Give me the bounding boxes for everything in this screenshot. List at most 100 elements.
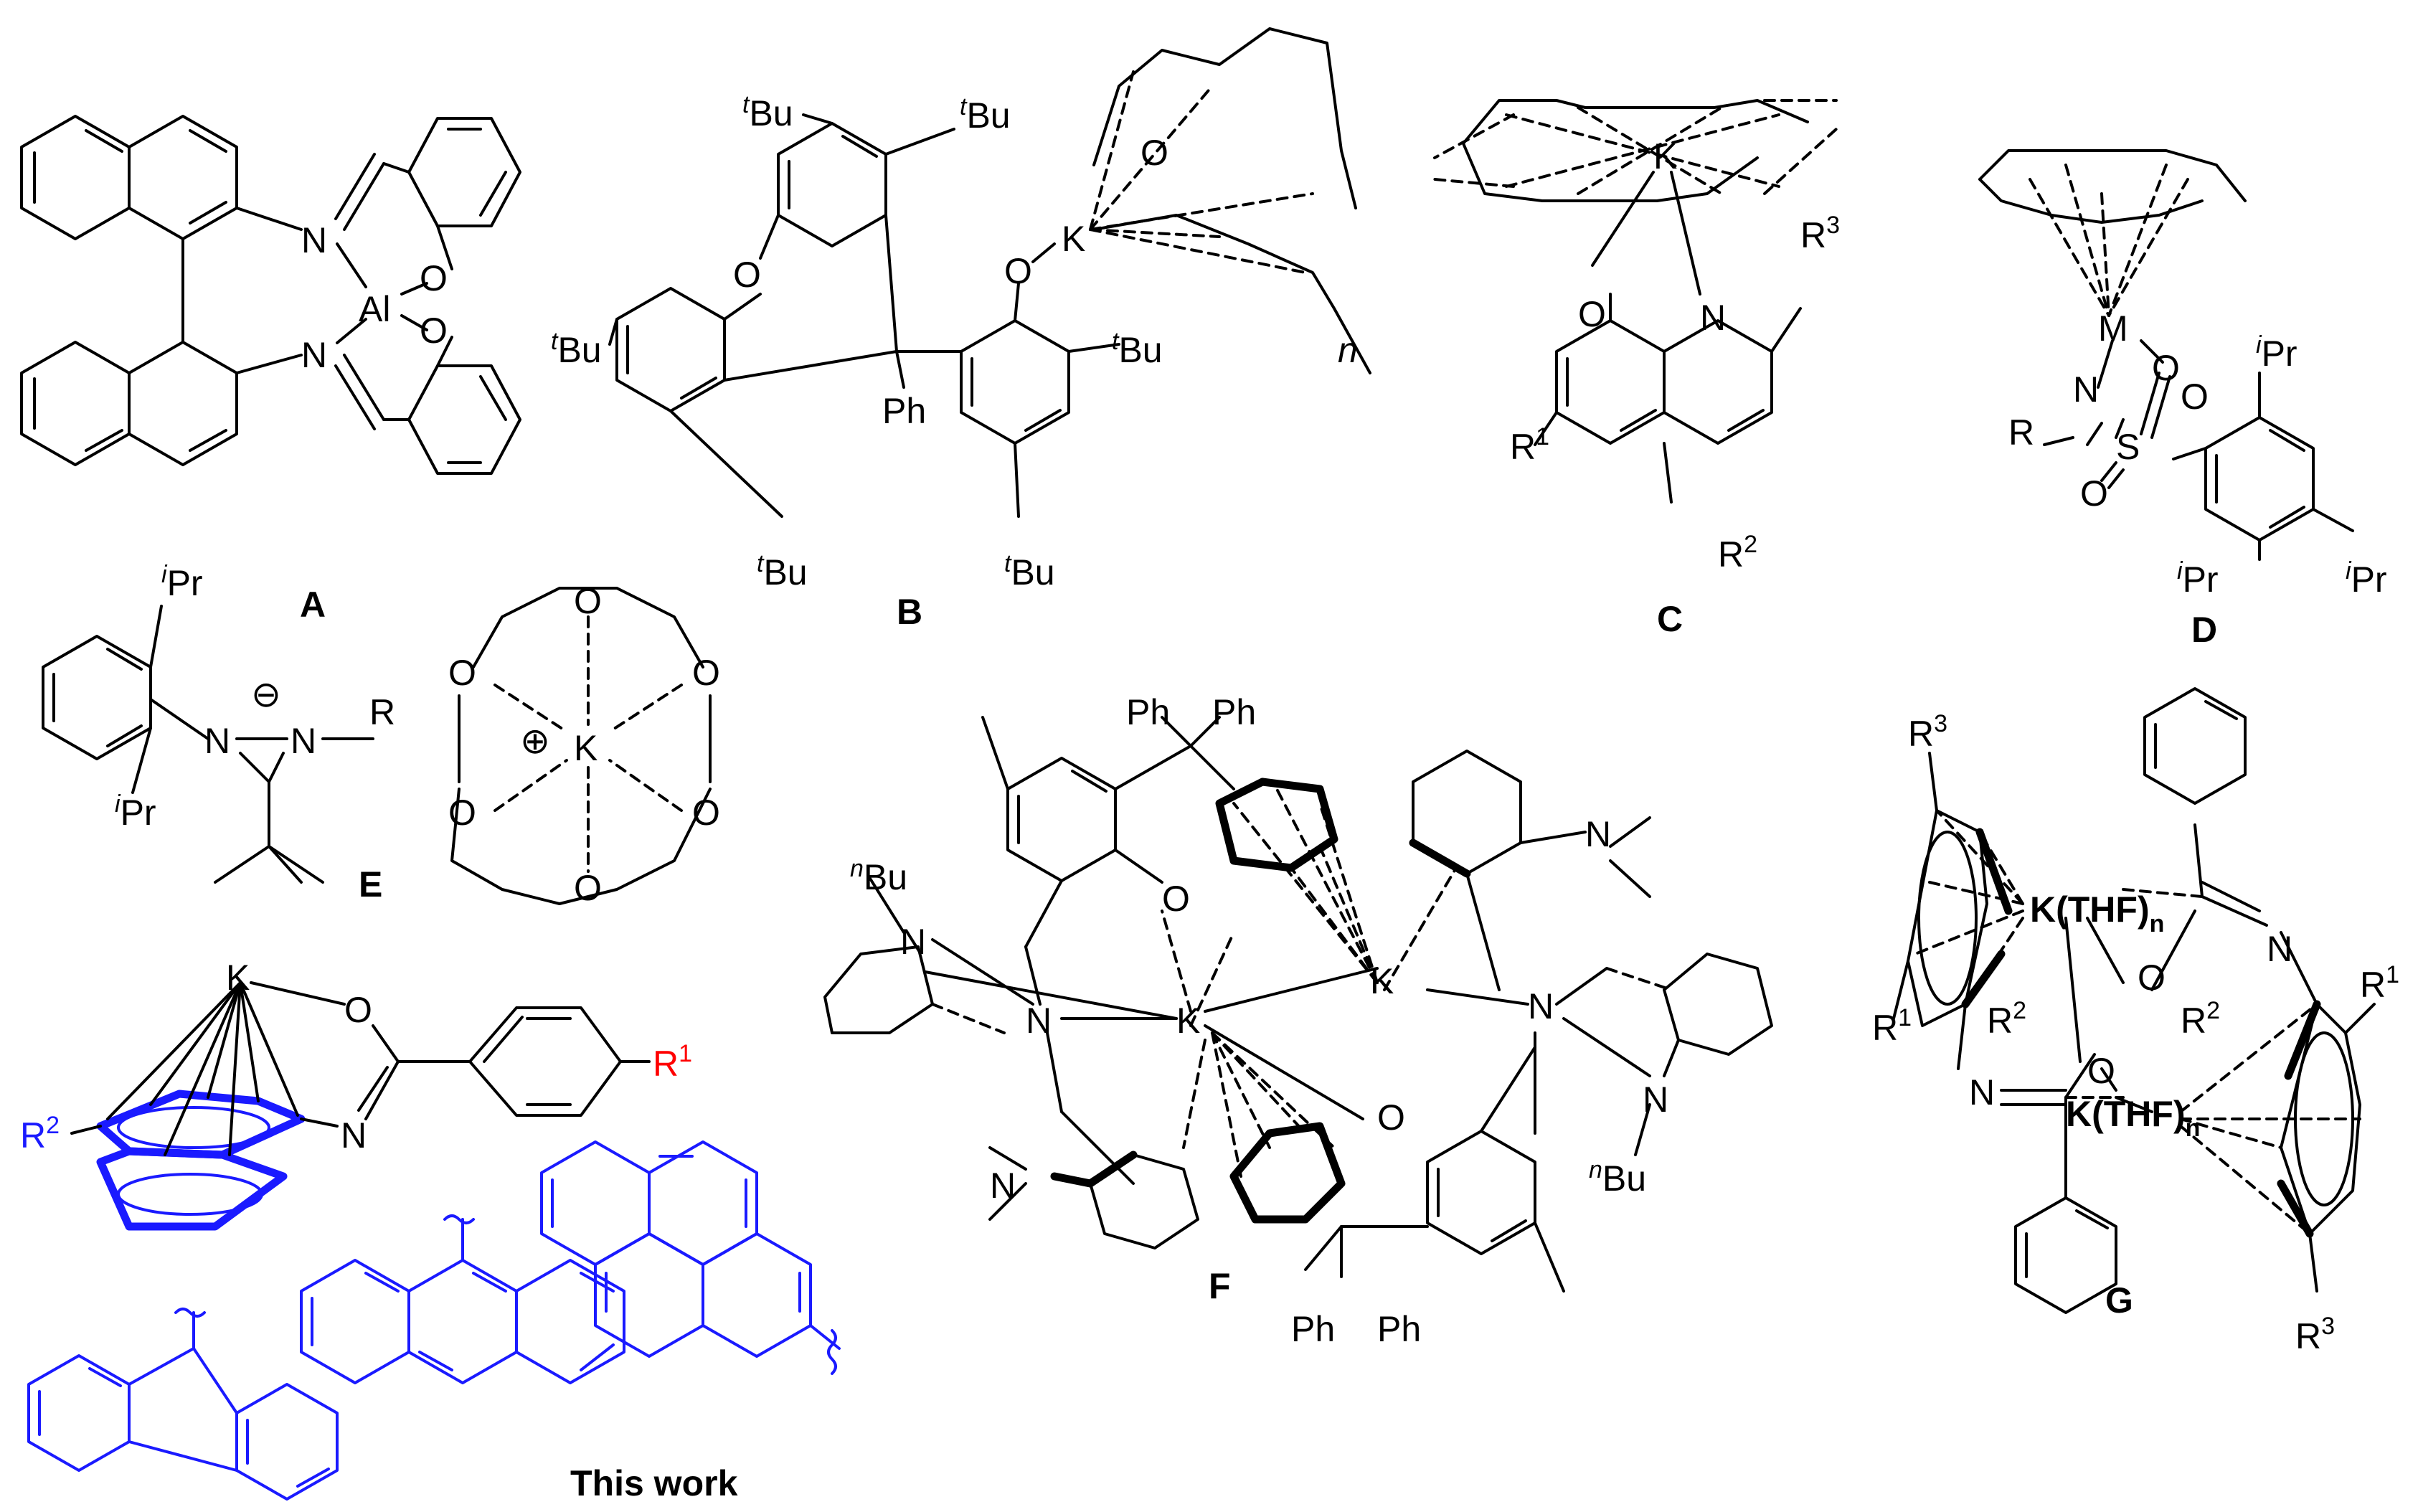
b-t-sup-1: t <box>742 91 750 118</box>
f-phenyl-3: Ph <box>1291 1309 1335 1349</box>
e-i-sup-2: i <box>115 790 121 818</box>
c-r2: R2 <box>1718 531 1757 575</box>
a-oxygen-1: O <box>420 258 448 298</box>
f-oxygen-2: O <box>1377 1097 1405 1138</box>
e-i-sup-1: i <box>161 561 168 588</box>
g-r2-left: R2 <box>1987 997 2026 1041</box>
e-nitrogen-2: N <box>291 721 316 761</box>
g-r3-bottom-r: R <box>2295 1316 2321 1356</box>
c-compound-letter: C <box>1657 599 1683 639</box>
d-ipr-3: Pr <box>2351 559 2387 600</box>
e-oxygen-2: O <box>448 653 476 693</box>
f-nbu-2: Bu <box>1602 1158 1646 1199</box>
d-i-sup-1: i <box>2256 331 2262 359</box>
a-nitrogen-2: N <box>301 335 327 375</box>
g-k-thf-1-sub: n <box>2150 910 2165 937</box>
e-oxygen-4: O <box>448 793 476 833</box>
c-r2-r: R <box>1718 534 1744 575</box>
g-r2-left-sup: 2 <box>2013 997 2026 1024</box>
d-nitrogen: N <box>2073 369 2099 410</box>
tw-r2-r: R <box>20 1115 46 1156</box>
e-ipr-bottom: iPr <box>115 790 156 833</box>
e-ipr-2: Pr <box>121 793 156 833</box>
g-r1-right-r: R <box>2360 965 2386 1005</box>
c-r1: R1 <box>1510 423 1549 467</box>
g-r1-right: R1 <box>2360 961 2399 1005</box>
g-nitrogen-2: N <box>1969 1072 1995 1112</box>
a-nitrogen-1: N <box>301 220 327 260</box>
tw-r2-sup: 2 <box>46 1112 60 1139</box>
tw-nitrogen: N <box>341 1115 367 1156</box>
b-t-sup-6: t <box>1004 550 1012 577</box>
b-t-sup-3: t <box>551 328 559 355</box>
a-compound-letter: A <box>300 585 326 625</box>
d-compound-letter: D <box>2191 610 2217 650</box>
g-r3-top: R3 <box>1908 710 1947 754</box>
b-tbu-top-right: tBu <box>960 93 1011 136</box>
b-tbu-bottom-left: tBu <box>757 550 808 592</box>
tw-fluorenyl-group <box>27 1308 339 1501</box>
d-ipr-1: Pr <box>2262 334 2297 374</box>
g-k-thf-1-text: K(THF) <box>2030 889 2150 930</box>
e-oxygen-1: O <box>574 581 602 621</box>
f-n-sup-2: n <box>1589 1156 1602 1183</box>
g-r3-top-sup: 3 <box>1934 710 1947 737</box>
b-t-sup-2: t <box>960 93 968 121</box>
tw-r2: R2 <box>20 1112 60 1156</box>
a-aluminium: Al <box>359 289 390 329</box>
g-oxygen-1: O <box>2138 958 2166 998</box>
c-r2-sup: 2 <box>1744 531 1757 558</box>
f-nbu-top: nBu <box>850 855 907 897</box>
g-r3-bottom-sup: 3 <box>2321 1313 2335 1340</box>
f-potassium-1: K <box>1176 1001 1200 1041</box>
f-phenyl-2: Ph <box>1212 692 1256 732</box>
g-r3-bottom: R3 <box>2295 1313 2335 1356</box>
tw-oxygen: O <box>344 990 372 1030</box>
g-r1-right-sup: 1 <box>2386 961 2399 988</box>
tw-pyrenyl-group <box>540 1140 841 1375</box>
compound-c: K O N R1 R2 R3 C <box>1433 99 1840 639</box>
b-repeat-n: n <box>1338 330 1358 370</box>
compound-f: Ph Ph Ph Ph O O K K N N N N N N nBu nBu … <box>823 692 1773 1349</box>
g-compound-letter: G <box>2105 1280 2133 1320</box>
g-k-thf-1: K(THF)n <box>2030 889 2164 937</box>
c-nitrogen: N <box>1700 298 1726 338</box>
b-crown-oxygen: O <box>1140 133 1168 173</box>
b-tbu-5: Bu <box>763 552 807 592</box>
e-oxygen-3: O <box>692 653 720 693</box>
f-phenyl-4: Ph <box>1377 1309 1421 1349</box>
f-compound-letter: F <box>1209 1266 1231 1306</box>
f-nitrogen-1: N <box>1026 1001 1052 1041</box>
f-nitrogen-2: N <box>900 922 926 962</box>
d-oxygen-2: O <box>2181 377 2209 417</box>
e-oxygen-5: O <box>692 793 720 833</box>
d-ipr-top: iPr <box>2256 331 2297 374</box>
f-nitrogen-5: N <box>1643 1079 1668 1120</box>
d-metal: M <box>2098 308 2128 349</box>
d-oxygen-1: O <box>2152 348 2180 388</box>
compound-this-work: K O N R1 R2 <box>20 958 841 1503</box>
d-r: R <box>2008 412 2034 453</box>
e-potassium: K <box>574 728 598 768</box>
c-potassium: K <box>1653 136 1677 176</box>
b-tbu-4: Bu <box>1118 330 1162 370</box>
b-t-sup-4: t <box>1112 328 1120 355</box>
b-phenyl: Ph <box>882 391 926 431</box>
d-i-sup-2: i <box>2177 557 2183 585</box>
b-t-sup-5: t <box>757 550 765 577</box>
compound-g: K(THF)n K(THF)n N N O O R3 R1 R2 R1 R2 R… <box>1872 687 2399 1356</box>
tw-r1-r: R <box>653 1044 679 1084</box>
g-r1-left-r: R <box>1872 1008 1898 1048</box>
d-sulfur: S <box>2116 427 2140 467</box>
d-i-sup-3: i <box>2346 557 2352 585</box>
g-r2-right-r: R <box>2181 1001 2206 1041</box>
g-r1-left: R1 <box>1872 1004 1912 1048</box>
b-tbu-2: Bu <box>966 95 1010 136</box>
b-tbu-6: Bu <box>1011 552 1054 592</box>
g-oxygen-2: O <box>2087 1051 2115 1091</box>
b-tbu-left: tBu <box>551 328 602 370</box>
this-work-caption: This work <box>570 1463 738 1503</box>
f-n-sup-1: n <box>850 855 864 882</box>
tw-anthracenyl-group <box>300 1214 625 1384</box>
